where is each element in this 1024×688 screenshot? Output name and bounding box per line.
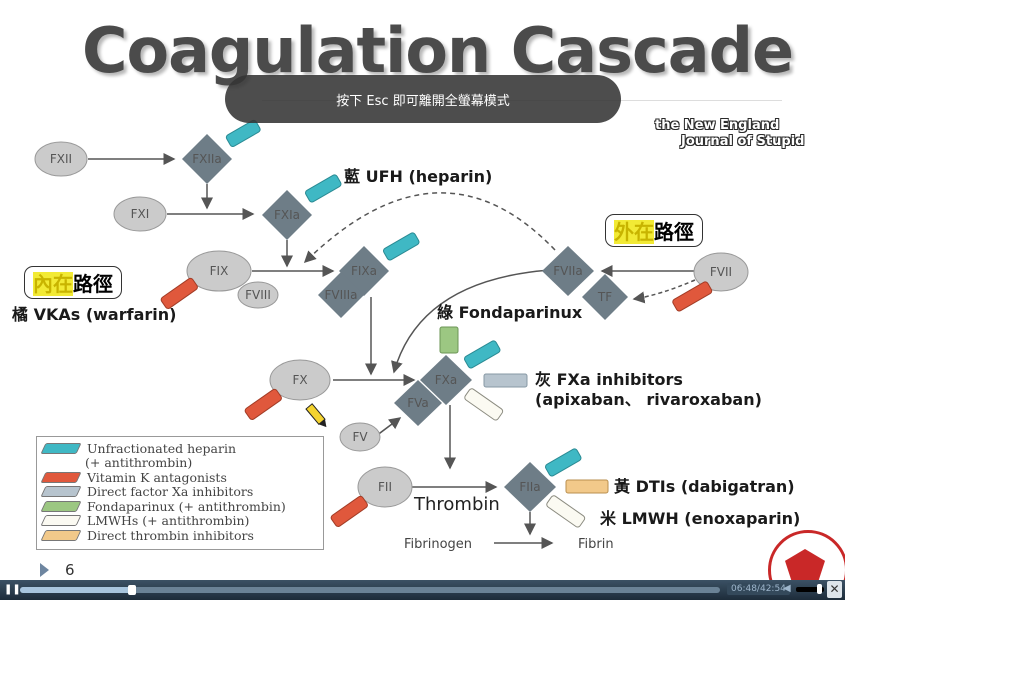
drug-markers (160, 119, 713, 528)
svg-text:FII: FII (378, 480, 392, 494)
close-icon[interactable]: ✕ (827, 581, 842, 598)
legend-item: Vitamin K antagonists (40, 469, 227, 485)
legend-item: (+ antithrombin) (41, 455, 193, 470)
intrinsic-pathway-label: 內在路徑 (24, 266, 122, 299)
institution-seal-logo (768, 530, 845, 600)
legend-label: Fondaparinux (+ antithrombin) (87, 498, 286, 514)
svg-text:FIIa: FIIa (519, 480, 540, 494)
factor-fx: FX (269, 359, 331, 401)
svg-text:FV: FV (352, 430, 368, 444)
legend-item: Unfractionated heparin (40, 440, 237, 456)
drug-annotations: 藍 UFH (heparin) 橘 VKAs (warfarin) 綠 Fond… (11, 167, 800, 552)
activated-factors: FXIIa FXIa FIXa FVIIIa FVIIa TF FXa FVa … (182, 134, 628, 512)
label-fibrin: Fibrin (578, 537, 614, 552)
arrows (88, 153, 696, 549)
legend-label: LMWHs (+ antithrombin) (87, 513, 250, 528)
pencil-cursor-icon (305, 403, 327, 428)
legend-label: Direct factor Xa inhibitors (87, 484, 254, 499)
extrinsic-pathway-label: 外在路徑 (605, 214, 703, 247)
volume-handle[interactable] (817, 584, 822, 594)
page-marker-icon (40, 563, 49, 577)
legend-swatch (40, 529, 82, 541)
slide-page-number: 6 (40, 561, 75, 579)
legend-swatch (40, 486, 82, 497)
svg-text:TF: TF (597, 290, 612, 304)
annotation-fxa-inhibitor-drugs: (apixaban、 rivaroxaban) (535, 390, 762, 409)
factor-fix: FIX (186, 250, 252, 292)
factor-tf: TF (582, 274, 628, 320)
annotation-dtis: 黃 DTIs (dabigatran) (613, 477, 795, 496)
factor-fxa: FXa (420, 355, 472, 405)
factor-fxi: FXI (113, 196, 167, 232)
svg-text:FVIIIa: FVIIIa (324, 288, 357, 302)
svg-text:FXI: FXI (131, 207, 150, 221)
journal-line-2: Journal of Stupid (681, 134, 805, 149)
legend-swatch (40, 442, 82, 454)
factor-circles: FXII FXI FIX FVIII FVII FX FV FII (34, 141, 749, 508)
factor-fviiia: FVIIIa (318, 272, 364, 318)
svg-text:FVII: FVII (710, 265, 732, 279)
legend-label: Direct thrombin inhibitors (87, 527, 254, 543)
legend-label: Unfractionated heparin (87, 440, 237, 456)
factor-fvii: FVII (693, 252, 749, 292)
journal-logo: the New England Journal of Stupid (655, 118, 804, 150)
extrinsic-rest: 路徑 (654, 220, 694, 244)
legend-swatch (40, 500, 82, 512)
factor-fii: FII (357, 466, 413, 508)
svg-text:FIX: FIX (210, 264, 229, 278)
journal-line-1: the New England (655, 118, 780, 133)
fullscreen-exit-toast: 按下 Esc 即可離開全螢幕模式 (225, 75, 621, 123)
svg-text:FIXa: FIXa (351, 264, 377, 278)
label-fibrinogen: Fibrinogen (404, 537, 472, 552)
seek-handle[interactable] (128, 585, 136, 595)
legend-item: Fondaparinux (+ antithrombin) (40, 498, 286, 514)
seek-progress (20, 587, 132, 593)
legend-item: LMWHs (+ antithrombin) (40, 513, 250, 528)
video-controls: ❚❚ 06:48/42:54 ◀ ✕ (0, 580, 845, 600)
slide: Coagulation Cascade the New England Jour… (11, 14, 845, 600)
svg-text:FXIa: FXIa (274, 208, 300, 222)
svg-text:FX: FX (292, 373, 307, 387)
legend-label: (+ antithrombin) (85, 455, 193, 470)
annotation-fxa-inhibitors: 灰 FXa inhibitors (535, 370, 683, 389)
svg-text:FXII: FXII (50, 152, 72, 166)
legend-swatch (40, 515, 82, 526)
svg-text:FVa: FVa (407, 396, 429, 410)
coagulation-diagram: FXII FXI FIX FVIII FVII FX FV FII FXIIa … (11, 119, 800, 552)
factor-fxia: FXIa (262, 190, 312, 240)
annotation-lmwh: 米 LMWH (enoxaparin) (600, 509, 800, 528)
legend-swatch (40, 471, 82, 483)
drug-legend: Unfractionated heparin(+ antithrombin)Vi… (36, 436, 324, 550)
annotation-thrombin: Thrombin (413, 494, 500, 515)
volume-icon[interactable]: ◀ (783, 583, 791, 594)
annotation-vkas: 橘 VKAs (warfarin) (11, 305, 176, 324)
annotation-ufh: 藍 UFH (heparin) (344, 167, 492, 186)
time-display: 06:48/42:54 (727, 583, 790, 595)
factor-fxiia: FXIIa (182, 134, 232, 184)
factor-fxii: FXII (34, 141, 88, 177)
extrinsic-highlight: 外在 (614, 220, 654, 244)
factor-fiia: FIIa (504, 462, 556, 512)
pause-button[interactable]: ❚❚ (4, 584, 21, 595)
legend-label: Vitamin K antagonists (87, 469, 227, 485)
page-number-text: 6 (65, 561, 75, 579)
svg-text:FVIIa: FVIIa (553, 264, 583, 278)
intrinsic-highlight: 內在 (33, 272, 73, 296)
factor-fviii: FVIII (237, 281, 279, 309)
slide-title: Coagulation Cascade (82, 14, 794, 87)
intrinsic-rest: 路徑 (73, 272, 113, 296)
legend-swatch (41, 458, 79, 467)
factor-fv: FV (339, 422, 381, 452)
legend-item: Direct thrombin inhibitors (40, 527, 254, 543)
volume-slider[interactable] (796, 587, 824, 592)
svg-text:FXa: FXa (435, 373, 457, 387)
annotation-fondaparinux: 綠 Fondaparinux (437, 303, 583, 322)
factor-fviia: FVIIa (542, 246, 594, 296)
factor-fva: FVa (394, 380, 442, 426)
svg-text:FXIIa: FXIIa (192, 152, 222, 166)
svg-text:FVIII: FVIII (245, 288, 271, 302)
legend-item: Direct factor Xa inhibitors (40, 484, 254, 499)
seek-bar[interactable] (20, 585, 720, 595)
